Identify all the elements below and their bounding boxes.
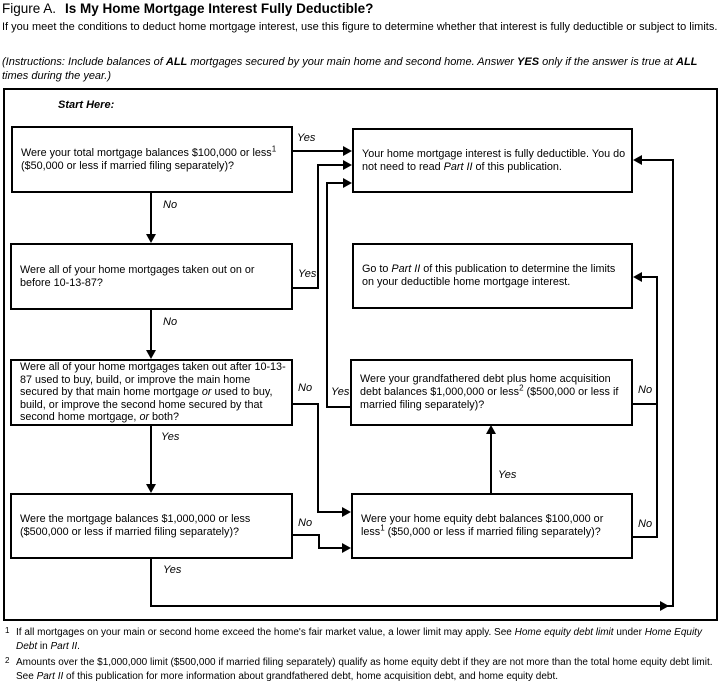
box-q-home-equity: Were your home equity debt balances $100… — [351, 493, 633, 559]
connector-q1-no-line — [150, 193, 152, 236]
connector-q4-yes-line — [150, 605, 674, 607]
connector-q4-no-line — [293, 534, 320, 536]
connector-q3-no-line — [319, 511, 343, 513]
connector-q1-yes-line — [293, 150, 344, 152]
figure-label: Figure A. — [2, 1, 57, 16]
connector-q4-yes-line — [150, 559, 152, 607]
box-fully-deductible: Your home mortgage interest is fully ded… — [352, 128, 633, 193]
connector-q3-no-line — [317, 403, 319, 513]
label-grandfathered-no: No — [637, 384, 654, 396]
connector-q2-yes-line — [317, 164, 319, 289]
instructions-text: (Instructions: Include balances of ALL m… — [2, 56, 698, 82]
arrowhead-q1-yes — [343, 146, 352, 156]
box-q-grandfathered-debt: Were your grandfathered debt plus home a… — [350, 359, 633, 426]
connector-q2-no-line — [150, 310, 152, 351]
label-q3-no: No — [297, 382, 314, 394]
label-q4-no: No — [297, 517, 314, 529]
arrowhead-q3-no — [342, 507, 351, 517]
connector-q2-yes-line — [319, 164, 343, 166]
arrowhead-q4-no — [342, 543, 351, 553]
connector-grandfathered-yes-line — [326, 182, 328, 408]
connector-q4-no-line — [318, 534, 320, 549]
intro-text: If you meet the conditions to deduct hom… — [2, 21, 718, 33]
connector-q3-yes-line — [150, 426, 152, 485]
connector-q4-yes-line — [642, 159, 672, 161]
connector-grandfathered-yes-line — [328, 406, 350, 408]
label-q2-yes: Yes — [297, 268, 318, 280]
connector-part2-rail-line — [656, 276, 658, 538]
label-grandfathered-yes: Yes — [330, 386, 351, 398]
connector-q4-no-line — [320, 547, 343, 549]
connector-q2-yes-line — [293, 287, 319, 289]
arrowhead-q3-yes — [146, 484, 156, 493]
connector-q4-yes-line — [672, 159, 674, 607]
connector-q3-no-line — [293, 403, 319, 405]
label-q2-no: No — [162, 316, 179, 328]
arrowhead-go-part2 — [633, 272, 642, 282]
arrowhead-q2-yes — [343, 160, 352, 170]
connector-grandfathered-yes-line — [328, 182, 343, 184]
arrowhead-q1-no — [146, 234, 156, 243]
figure-heading: Figure A. Is My Home Mortgage Interest Fu… — [2, 1, 373, 16]
box-q2-before-101387: Were all of your home mortgages taken ou… — [10, 243, 293, 310]
arrowhead-home-equity-yes — [486, 425, 496, 434]
label-q3-yes: Yes — [160, 431, 181, 443]
arrowhead-q2-no — [146, 350, 156, 359]
label-q4-yes: Yes — [162, 564, 183, 576]
label-home-equity-no: No — [637, 518, 654, 530]
arrowhead-q4-yes — [633, 155, 642, 165]
box-q4-million-limit: Were the mortgage balances $1,000,000 or… — [10, 493, 293, 559]
connector-part2-entry-line — [642, 276, 656, 278]
connector-home-equity-yes-line — [490, 433, 492, 493]
arrowhead-grandfathered-yes — [343, 178, 352, 188]
label-q1-no: No — [162, 199, 179, 211]
box-q1-total-balances: Were your total mortgage balances $100,0… — [11, 126, 293, 193]
page-title: Is My Home Mortgage Interest Fully Deduc… — [65, 1, 374, 16]
connector-home-equity-no-line — [633, 536, 656, 538]
box-q3-buy-build-improve: Were all of your home mortgages taken ou… — [10, 359, 293, 426]
arrowhead-q4-yes-corner — [660, 601, 669, 611]
connector-grandfathered-no-line — [633, 403, 657, 405]
box-go-part2: Go to Part II of this publication to det… — [352, 243, 633, 309]
label-q1-yes: Yes — [296, 132, 317, 144]
start-here-label: Start Here: — [58, 99, 115, 111]
label-home-equity-yes: Yes — [497, 469, 518, 481]
